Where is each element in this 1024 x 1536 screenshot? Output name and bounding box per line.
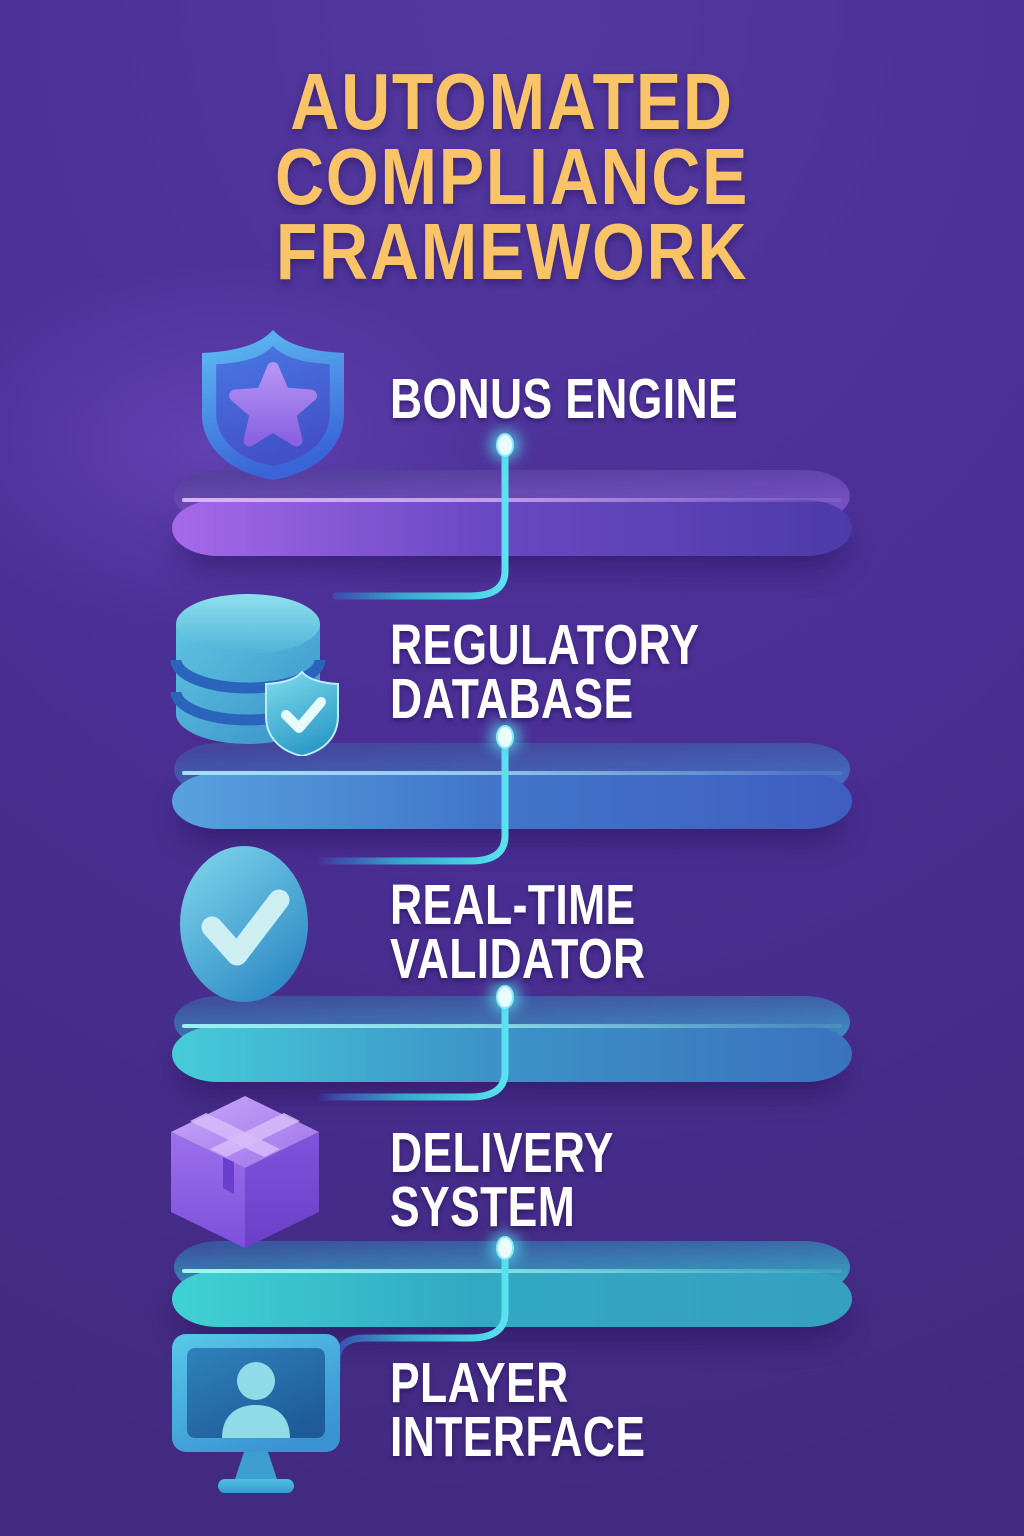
- title-line: FRAMEWORK: [275, 207, 749, 297]
- title-line: COMPLIANCE: [274, 132, 750, 222]
- shield-star-icon: [202, 330, 344, 480]
- shelf-highlight: [182, 1269, 842, 1273]
- step-label-delivery-system: DELIVERY SYSTEM: [390, 1121, 614, 1240]
- connector-1: [332, 450, 509, 600]
- connector-dots: [490, 430, 520, 1263]
- package-box-icon: [171, 1096, 319, 1248]
- shelf-front-face: [172, 1271, 852, 1327]
- step-label-real-time-validator: REAL-TIME VALIDATOR: [390, 873, 646, 992]
- shelf-highlight: [182, 771, 842, 775]
- shelf-bar-delivery-system: [172, 1241, 852, 1331]
- shelf-bar-regulatory-database: [172, 743, 852, 833]
- step-label-bonus-engine: BONUS ENGINE: [390, 367, 739, 431]
- title-line: AUTOMATED: [290, 57, 734, 146]
- shelf-highlight: [182, 1024, 842, 1028]
- page-title: AUTOMATED COMPLIANCE FRAMEWORK: [77, 57, 947, 297]
- shelf-bar-bonus-engine: [172, 470, 852, 560]
- glow-dot: [490, 722, 520, 752]
- monitor-user-icon: [172, 1334, 340, 1493]
- checkmark-circle-icon: [180, 846, 308, 1002]
- connector-2: [318, 742, 509, 865]
- database-shield-icon: [170, 594, 339, 756]
- connector-3: [318, 1002, 509, 1101]
- shelf-front-face: [172, 773, 852, 829]
- shelf-highlight: [182, 498, 842, 502]
- shelf-front-face: [172, 1026, 852, 1082]
- glow-dot: [490, 430, 520, 460]
- glow-dot: [490, 1233, 520, 1263]
- step-label-regulatory-database: REGULATORY DATABASE: [390, 613, 700, 732]
- shelf-front-face: [172, 500, 852, 556]
- step-label-player-interface: PLAYER INTERFACE: [390, 1351, 646, 1470]
- glow-dot: [490, 982, 520, 1012]
